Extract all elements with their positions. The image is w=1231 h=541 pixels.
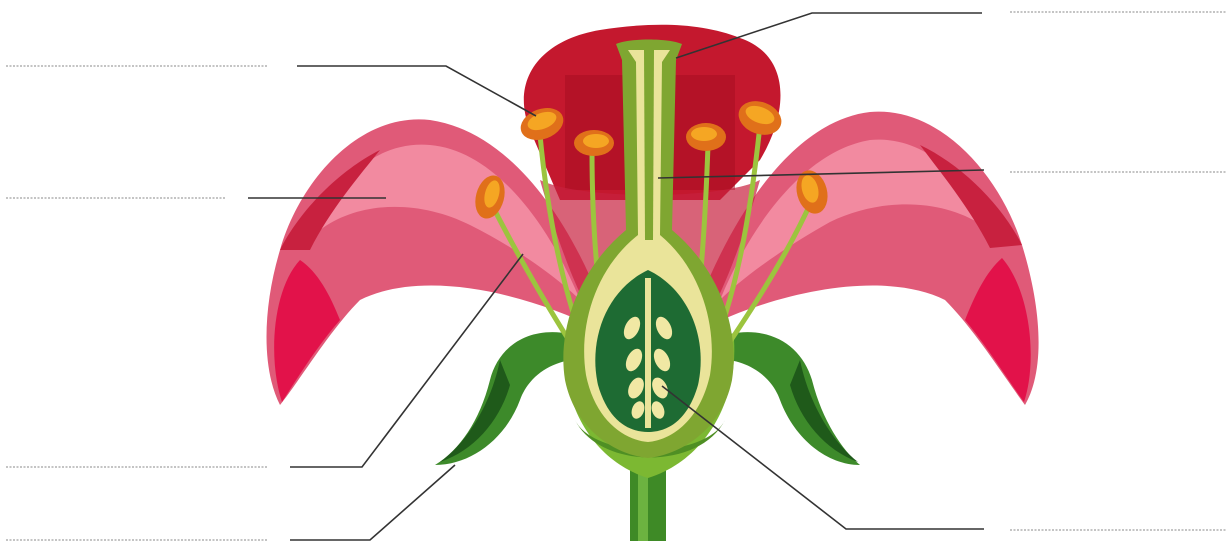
leader-sepal <box>290 465 455 540</box>
ovary-septum <box>645 278 651 428</box>
stem-highlight <box>638 470 648 541</box>
leader-anther <box>297 66 536 116</box>
style-core <box>644 50 654 240</box>
